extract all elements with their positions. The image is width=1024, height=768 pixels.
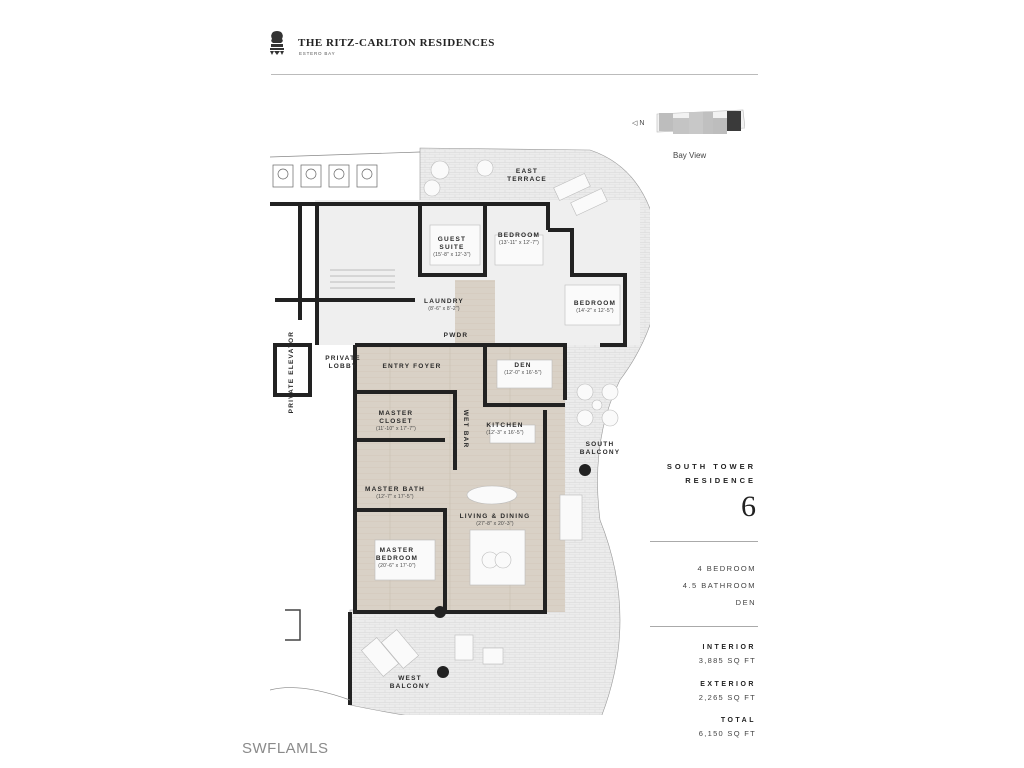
area-total: TOTAL 6,150 SQ FT (699, 717, 756, 738)
area-label: INTERIOR (702, 644, 756, 651)
features-list: 4 BEDROOM 4.5 BATHROOM DEN (683, 560, 756, 611)
north-arrow-icon: ◁ (632, 120, 638, 127)
room-entry-foyer: ENTRY FOYER (382, 363, 442, 370)
area-value: 6,150 SQ FT (698, 729, 756, 738)
room-den: DEN (12'-0" x 16'-5") (504, 362, 542, 377)
divider-1 (650, 541, 758, 542)
room-bedroom-2: BEDROOM (13'-11" x 12'-7") (497, 232, 541, 247)
area-exterior: EXTERIOR 2,265 SQ FT (699, 681, 756, 702)
room-laundry: LAUNDRY (8'-6" x 8'-2") (424, 298, 464, 313)
room-bedroom-3: BEDROOM (14'-2" x 12'-5") (573, 300, 617, 315)
north-indicator: ◁ N (632, 119, 644, 127)
selected-unit-highlight (727, 111, 741, 131)
room-wet-bar: WET BAR (462, 409, 470, 449)
area-value: 3,885 SQ FT (698, 656, 756, 665)
divider-2 (650, 626, 758, 627)
brand-subtitle: ESTERO BAY (299, 51, 336, 56)
key-plan-map (656, 109, 745, 134)
feature-bathrooms: 4.5 BATHROOM (682, 581, 756, 590)
floor-plan-drawing (270, 147, 650, 715)
room-powder: PWDR (443, 332, 469, 339)
north-label: N (639, 120, 645, 127)
area-label: EXTERIOR (700, 681, 756, 688)
mls-watermark: SWFLAMLS (242, 740, 329, 757)
brand-title: THE RITZ-CARLTON RESIDENCES (298, 37, 495, 49)
key-plan-caption: Bay View (673, 151, 707, 160)
room-kitchen: KITCHEN (12'-3" x 16'-5") (486, 422, 524, 437)
feature-bedrooms: 4 BEDROOM (697, 564, 756, 573)
feature-den: DEN (735, 598, 756, 607)
room-private-elevator: PRIVATE ELEVATOR (287, 330, 295, 414)
residence-number: 6 (741, 490, 756, 523)
header-divider (271, 74, 758, 75)
room-master-bath: MASTER BATH (12'-7" x 17'-5") (364, 486, 426, 501)
tower-line-1: SOUTH TOWER (666, 462, 756, 471)
tower-name: SOUTH TOWER RESIDENCE (667, 460, 756, 488)
room-living-dining: LIVING & DINING (27'-8" x 20'-3") (459, 513, 531, 528)
lion-crown-logo-icon (270, 31, 284, 55)
area-value: 2,265 SQ FT (698, 693, 756, 702)
area-label: TOTAL (720, 717, 756, 724)
tower-line-2: RESIDENCE (685, 476, 756, 485)
area-interior: INTERIOR 3,885 SQ FT (699, 644, 756, 665)
